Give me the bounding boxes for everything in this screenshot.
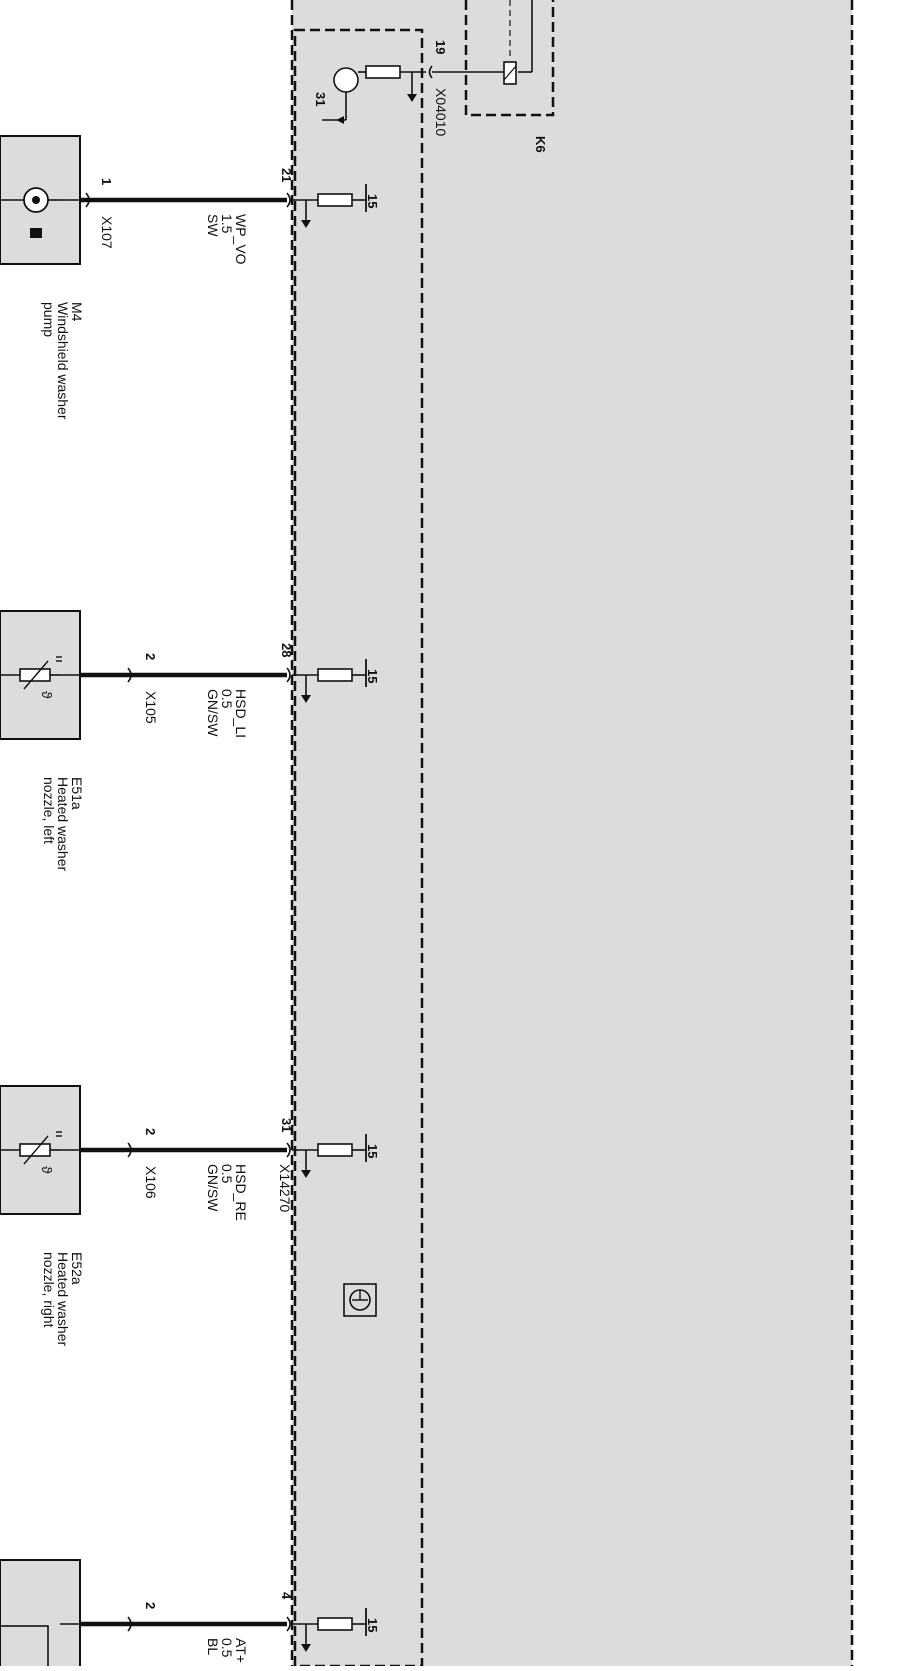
partial-device-inner bbox=[0, 1625, 49, 1671]
ntc-slash-icon bbox=[23, 660, 49, 690]
fuse-resistor bbox=[317, 193, 353, 207]
module-pin-label: 28 bbox=[279, 643, 294, 657]
module-pin-label: 31 bbox=[279, 1118, 294, 1132]
heater-element-icon bbox=[19, 668, 51, 682]
wire-circuit-4: 15 4AT+0.5BL 2 bbox=[0, 1559, 380, 1671]
device-name-line-2: nozzle, right bbox=[41, 1252, 57, 1328]
motor-core bbox=[32, 196, 40, 204]
wire-color-label: GN/SW bbox=[205, 1164, 221, 1212]
wire-color-label: BL bbox=[205, 1638, 221, 1655]
module-connector-arc bbox=[286, 1142, 291, 1158]
module-connector-arc bbox=[286, 667, 291, 683]
connector-x04010-label: X04010 bbox=[433, 88, 449, 136]
device-connector-arc bbox=[127, 667, 132, 683]
temperature-symbol-icon: ϑ bbox=[39, 1166, 55, 1174]
supply-label: 15 bbox=[365, 194, 380, 208]
supply-label: 15 bbox=[365, 669, 380, 683]
device-connector-label: X105 bbox=[143, 691, 159, 724]
device-name-line-2: nozzle, left bbox=[41, 777, 57, 844]
transistor-ground-label: 31 bbox=[313, 92, 328, 106]
connector-x04010: 19 X04010 31 bbox=[313, 40, 449, 136]
device-name-line-1: Windshield washer bbox=[55, 302, 71, 420]
device-pin-label: 2 bbox=[143, 1128, 158, 1135]
device-connector-label: X106 bbox=[143, 1166, 159, 1199]
module-connector-arc bbox=[286, 1616, 291, 1632]
module-connector-label: X14270 bbox=[277, 1164, 293, 1212]
device-name-line-1: Heated washer bbox=[55, 777, 71, 872]
module-symbol-icon bbox=[343, 1283, 377, 1317]
device-connector-arc bbox=[127, 1616, 132, 1632]
module-connector-arc bbox=[286, 192, 291, 208]
device-id-label: E51a bbox=[69, 777, 85, 810]
motor-ground-icon bbox=[30, 228, 42, 238]
wire-color-label: GN/SW bbox=[205, 689, 221, 737]
wire-color-label: SW bbox=[205, 214, 221, 237]
wire-signal-label: WP_VO bbox=[233, 214, 249, 265]
wire-cross-section-label: 0.5 bbox=[219, 689, 235, 709]
supply-label: 15 bbox=[365, 1618, 380, 1632]
connector-x04010-pin: 19 bbox=[433, 40, 448, 54]
wire-cross-section-label: 1.5 bbox=[219, 214, 235, 234]
wire-signal-label: AT+ bbox=[233, 1638, 249, 1663]
device-name-line-1: Heated washer bbox=[55, 1252, 71, 1347]
driver-arrow bbox=[301, 220, 311, 228]
driver-arrow bbox=[301, 1170, 311, 1178]
device-name-line-2: pump bbox=[41, 302, 57, 337]
device-pin-label: 1 bbox=[99, 178, 114, 185]
driver-arrow bbox=[301, 1644, 311, 1652]
device-connector-arc bbox=[127, 1142, 132, 1158]
heater-element-icon bbox=[19, 1143, 51, 1157]
relay-k6-label: K6 bbox=[533, 136, 548, 153]
control-module-area bbox=[292, 0, 852, 1666]
device-pin-label: 2 bbox=[143, 653, 158, 660]
wire-cross-section-label: 0.5 bbox=[219, 1164, 235, 1184]
wire-signal-label: HSD_RE bbox=[233, 1164, 249, 1221]
fuse-resistor bbox=[317, 1617, 353, 1631]
ntc-slash-icon bbox=[23, 1135, 49, 1165]
fuse-resistor bbox=[317, 668, 353, 682]
relay-k6: K6 bbox=[432, 0, 555, 153]
device-pin-label: 2 bbox=[143, 1602, 158, 1609]
device-id-label: E52a bbox=[69, 1252, 85, 1285]
fuse-resistor bbox=[317, 1143, 353, 1157]
device-box bbox=[0, 1559, 81, 1671]
wire-signal-label: HSD_LI bbox=[233, 689, 249, 738]
driver-arrow bbox=[301, 695, 311, 703]
wire-cross-section-label: 0.5 bbox=[219, 1638, 235, 1658]
temperature-symbol-icon: ϑ bbox=[39, 691, 55, 699]
driver-subblock bbox=[293, 28, 424, 1668]
device-connector-arc bbox=[85, 192, 90, 208]
supply-label: 15 bbox=[365, 1144, 380, 1158]
device-connector-label: X107 bbox=[99, 216, 115, 249]
device-id-label: M4 bbox=[69, 302, 85, 322]
module-pin-label: 21 bbox=[279, 168, 294, 182]
module-pin-label: 4 bbox=[279, 1592, 294, 1600]
